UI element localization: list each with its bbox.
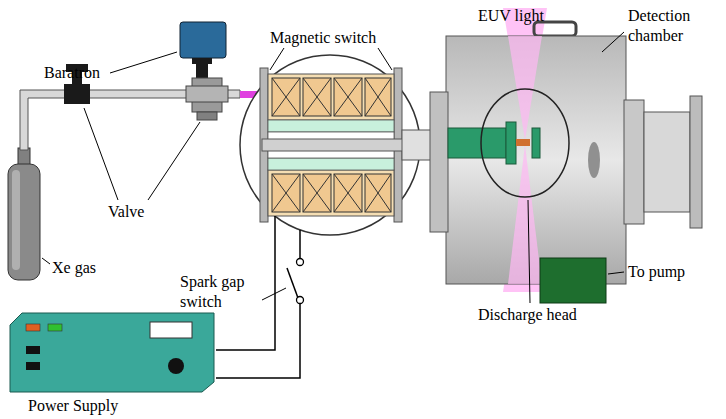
part-label: Power Supply (28, 396, 118, 416)
part-label: Xe gas (52, 258, 96, 278)
part-label: Detection chamber (628, 6, 712, 46)
part-label: Valve (108, 202, 144, 222)
part-label: Spark gap switch (180, 272, 262, 312)
part-label: Discharge head (478, 305, 577, 325)
part-label: Magnetic switch (270, 28, 376, 48)
part-label: EUV light (478, 6, 544, 26)
part-label: To pump (628, 262, 685, 282)
part-label: Baratron (44, 63, 100, 83)
